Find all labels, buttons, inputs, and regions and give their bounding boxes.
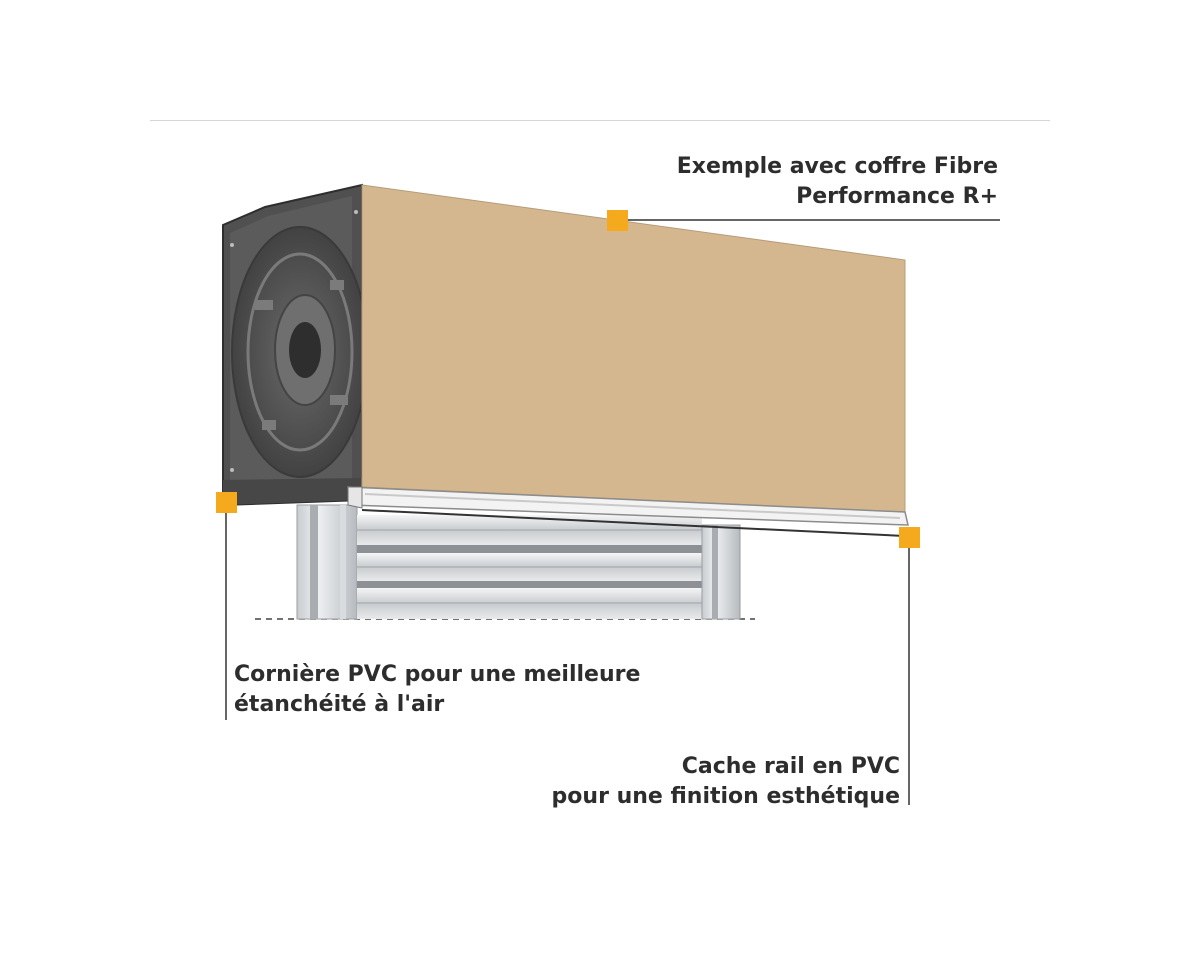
square-marker-icon xyxy=(607,210,628,231)
callout-rail-cover-line1: Cache rail en PVC xyxy=(681,754,900,779)
box-end-cap xyxy=(222,183,369,507)
callout-corner-label: Cornière PVC pour une meilleure étanchéi… xyxy=(234,660,640,720)
right-guide-rail xyxy=(701,524,741,620)
leader-lines xyxy=(225,219,1000,805)
callout-rail-cover-label: Cache rail en PVC pour une finition esth… xyxy=(552,752,900,812)
callout-box-line1: Exemple avec coffre Fibre xyxy=(676,154,998,179)
top-divider xyxy=(150,120,1050,121)
box-front-face xyxy=(361,184,906,513)
left-guide-rail xyxy=(296,504,358,620)
callout-box-line2: Performance R+ xyxy=(796,184,998,209)
shutter-slats xyxy=(357,515,702,619)
pvc-corner-profile xyxy=(347,486,909,526)
square-marker-icon xyxy=(899,527,920,548)
callout-rail-cover-line2: pour une finition esthétique xyxy=(551,784,900,809)
rail-cover-edge xyxy=(361,509,906,537)
square-marker-icon xyxy=(216,492,237,513)
callout-corner-line1: Cornière PVC pour une meilleure xyxy=(234,662,641,687)
callout-corner-line2: étanchéité à l'air xyxy=(234,692,445,717)
callout-box-label: Exemple avec coffre Fibre Performance R+ xyxy=(677,152,998,212)
